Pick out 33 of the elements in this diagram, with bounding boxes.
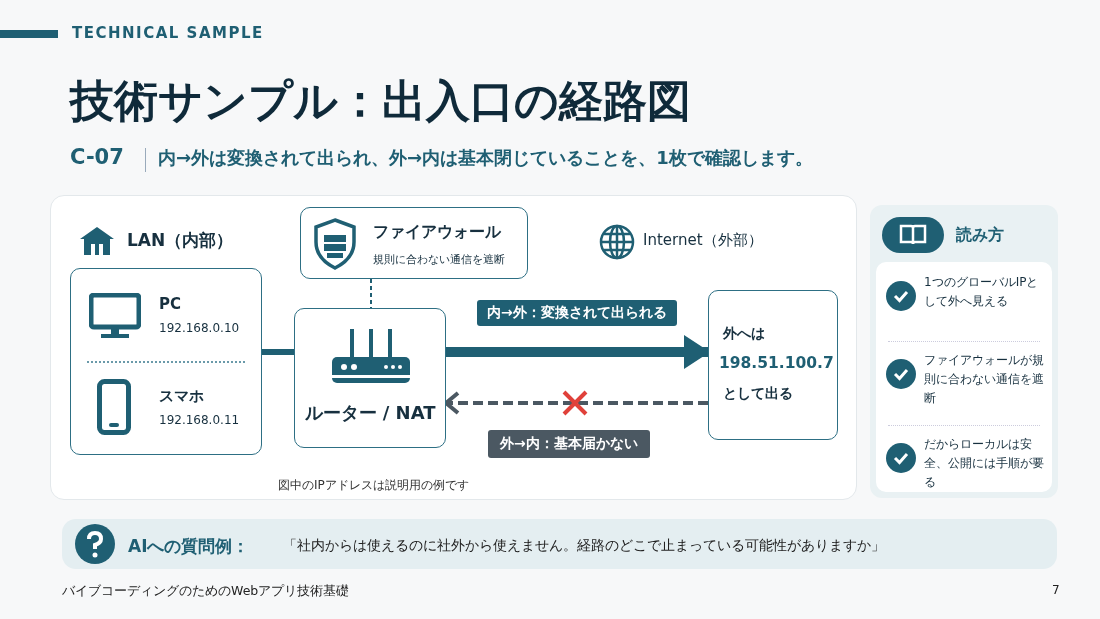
footer-text: バイブコーディングのためのWebアプリ技術基礎 <box>62 583 350 600</box>
slide-code: C-07 <box>70 145 124 169</box>
ip-address: 198.51.100.7 <box>719 354 834 372</box>
question-text: 「社内からは使えるのに社外から使えません。経路のどこで止まっている可能性がありますか」 <box>283 537 885 555</box>
arrow <box>446 335 710 369</box>
edge-label: 外→内：基本届かない <box>488 430 650 458</box>
panel-heading: 読み方 <box>956 225 1004 246</box>
box-description: 規則に合わない通信を遮断 <box>373 252 505 267</box>
router-box <box>294 308 446 448</box>
slide-title: 技術サンプル：出入口の経路図 <box>70 74 691 128</box>
checklist-text: だからローカルは安全、公開には手順が要る <box>924 436 1045 491</box>
connector-line <box>262 349 294 355</box>
group-heading: LAN（内部） <box>127 229 234 252</box>
box-text: として出る <box>723 385 793 403</box>
checklist-text: 1つのグローバルIPとして外へ見える <box>924 274 1040 310</box>
footnote: 図中のIPアドレスは説明用の例です <box>278 477 469 494</box>
device-name: スマホ <box>159 387 204 406</box>
ip-address: 192.168.0.10 <box>159 321 240 335</box>
subtitle: 内→外は変換されて出られ、外→内は基本閉じていることを、1枚で確認します。 <box>158 146 813 170</box>
section-tag: TECHNICAL SAMPLE <box>72 24 264 42</box>
box-text: 外へは <box>723 325 765 343</box>
question-heading: AIへの質問例： <box>128 535 250 558</box>
edge-label: 内→外：変換されて出られる <box>477 300 677 326</box>
box-title: ファイアウォール <box>373 222 501 243</box>
firewall-box <box>300 207 528 279</box>
reading-panel <box>870 205 1058 498</box>
box-title: ルーター / NAT <box>303 401 437 425</box>
group-heading: Internet（外部） <box>643 231 763 250</box>
device-name: PC <box>159 295 181 313</box>
arrow <box>444 391 708 415</box>
ip-address: 192.168.0.11 <box>159 413 240 427</box>
checklist-text: ファイアウォールが規則に合わない通信を遮断 <box>924 352 1045 407</box>
page-number: 7 <box>1052 583 1060 597</box>
